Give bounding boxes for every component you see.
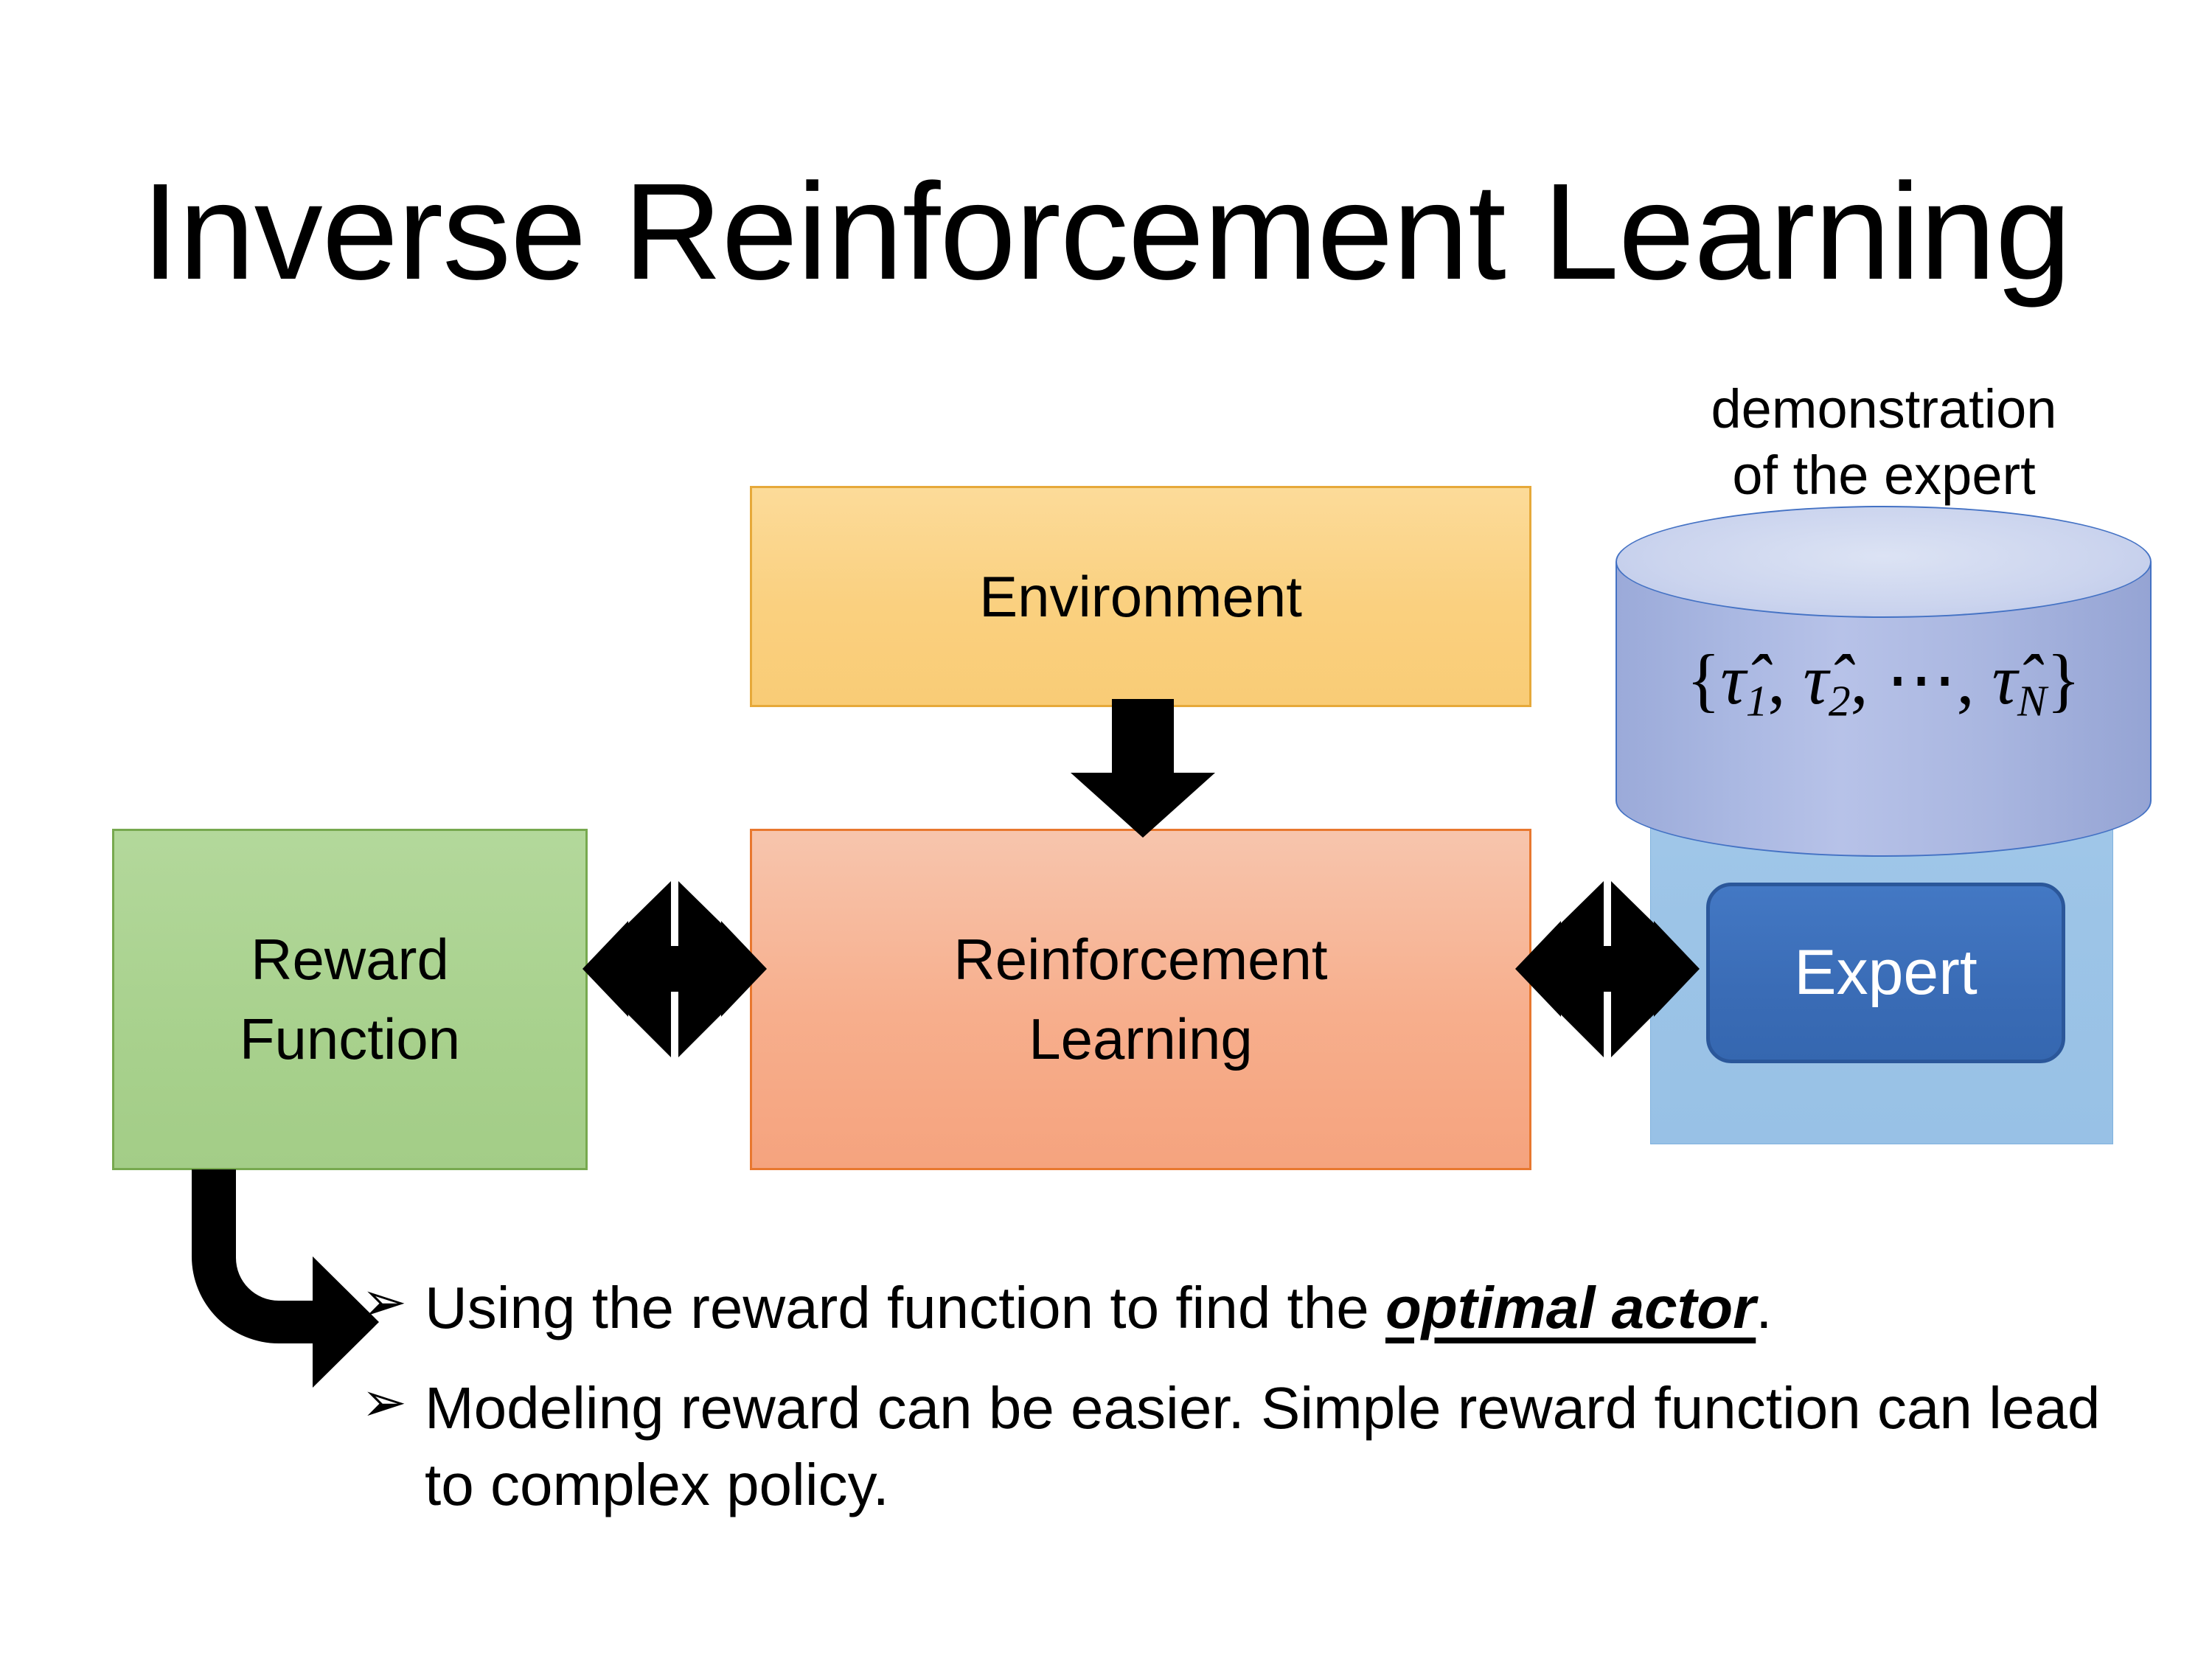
reinforcement-learning-label-line-1: Reinforcement — [953, 926, 1328, 992]
bullet-text: Using the reward function to find the op… — [425, 1270, 2101, 1346]
list-item: ➢ Using the reward function to find the … — [361, 1270, 2101, 1346]
expert-box[interactable]: Expert — [1706, 883, 2065, 1063]
demonstration-caption-line-1: demonstration — [1711, 378, 2057, 439]
formula-tau-2: τ̂ — [1803, 640, 1829, 719]
reward-function-label-line-1: Reward — [251, 926, 449, 992]
four-way-arrow-icon — [582, 881, 767, 1057]
demonstration-cylinder: {τ̂1, τ̂2, ⋯, τ̂N} — [1615, 506, 2152, 857]
expert-box-label: Expert — [1794, 937, 1978, 1008]
cylinder-top-ellipse — [1615, 506, 2152, 618]
bullet-text-after: . — [1756, 1275, 1773, 1340]
bullet-text-before: Using the reward function to find the — [425, 1275, 1385, 1340]
bullet-arrow-icon: ➢ — [361, 1371, 408, 1433]
formula-open-brace: { — [1686, 640, 1721, 719]
elbow-arrow-icon — [192, 1169, 379, 1388]
bullet-text: Modeling reward can be easier. Simple re… — [425, 1370, 2101, 1523]
reinforcement-learning-box[interactable]: Reinforcement Learning — [750, 829, 1531, 1170]
formula-tau-1-subscript: 1 — [1745, 676, 1768, 726]
formula-tau-2-subscript: 2 — [1828, 676, 1851, 726]
bullet-list: ➢ Using the reward function to find the … — [361, 1270, 2101, 1547]
environment-box-label: Environment — [979, 563, 1302, 629]
trajectory-set-formula: {τ̂1, τ̂2, ⋯, τ̂N} — [1615, 644, 2152, 723]
demonstration-caption: demonstration of the expert — [1589, 376, 2179, 509]
formula-separator-2: , — [1850, 640, 1868, 719]
formula-tau-n-subscript: N — [2017, 676, 2047, 726]
bullet-arrow-icon: ➢ — [361, 1271, 408, 1332]
list-item: ➢ Modeling reward can be easier. Simple … — [361, 1370, 2101, 1523]
reward-function-box[interactable]: Reward Function — [112, 829, 588, 1170]
environment-box[interactable]: Environment — [750, 486, 1531, 707]
formula-close-brace: } — [2046, 640, 2081, 719]
reward-function-label-line-2: Function — [239, 1006, 461, 1071]
formula-tau-n: τ̂ — [1992, 640, 2017, 719]
four-way-arrow-icon — [1515, 881, 1700, 1057]
formula-separator-3: , — [1956, 640, 1975, 719]
formula-tau-1: τ̂ — [1720, 640, 1746, 719]
formula-separator-1: , — [1767, 640, 1786, 719]
bullet-emphasis: optimal actor — [1385, 1275, 1756, 1340]
down-arrow-icon — [1071, 699, 1215, 838]
formula-ellipsis: ⋯ — [1885, 640, 1957, 719]
demonstration-caption-line-2: of the expert — [1732, 445, 2036, 507]
page-title: Inverse Reinforcement Learning — [141, 156, 2072, 308]
bullet-text-before: Modeling reward can be easier. Simple re… — [425, 1375, 2101, 1517]
reinforcement-learning-label-line-2: Learning — [1029, 1006, 1253, 1071]
